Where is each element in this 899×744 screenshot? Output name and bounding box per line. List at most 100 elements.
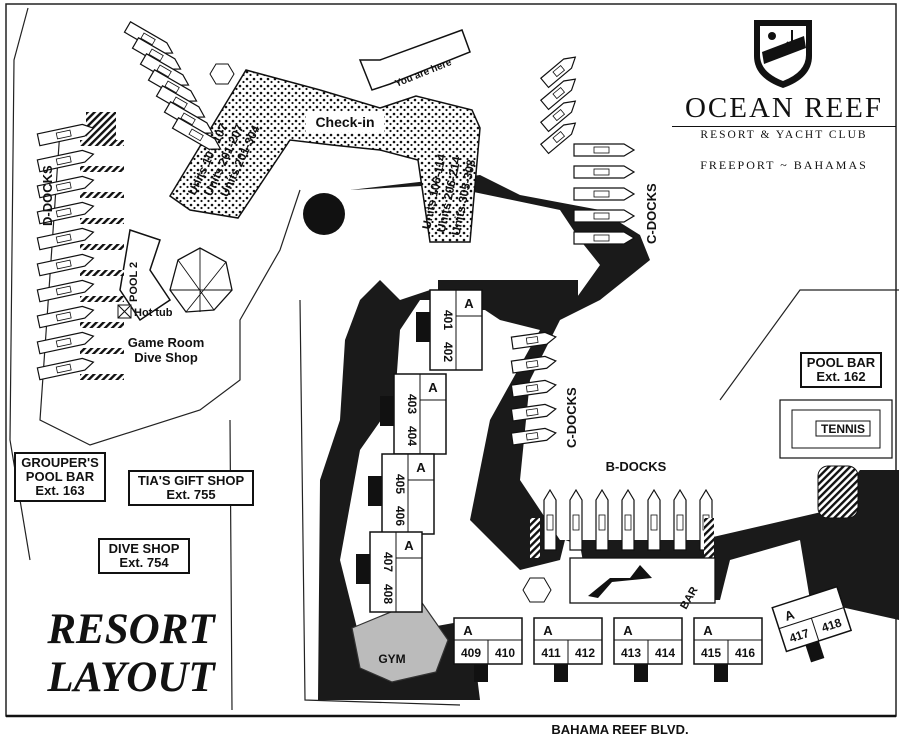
- building-letter: A: [463, 623, 473, 638]
- boat-icon: [539, 78, 577, 111]
- boat-icon: [36, 175, 95, 199]
- pier: [80, 218, 124, 224]
- building-letter: A: [464, 296, 474, 311]
- boat-icon: [36, 123, 95, 147]
- c-dock-boats: [510, 56, 636, 446]
- unit-number: 411: [541, 646, 561, 660]
- boat-icon: [573, 231, 636, 245]
- boat-icon: [673, 488, 687, 551]
- crest-icon: [754, 20, 812, 88]
- boat-icon: [539, 56, 577, 89]
- d-dock-hatch: [86, 112, 116, 140]
- building-409-410[interactable]: A 409 410: [453, 617, 523, 682]
- walkway-outline: [39, 129, 301, 446]
- building-405-406[interactable]: A 405 406: [368, 453, 435, 535]
- brand-subtitle: RESORT & YACHT CLUB: [672, 126, 896, 141]
- boat-icon: [171, 116, 222, 150]
- map-title-line-2: LAYOUT: [47, 654, 215, 701]
- groupers-pool-bar-box[interactable]: GROUPER'S POOL BAR Ext. 163: [14, 452, 106, 502]
- pool-2-label: POOL 2: [128, 262, 140, 302]
- boat-icon: [573, 187, 636, 201]
- check-in-bg: [306, 112, 384, 132]
- pier: [80, 374, 124, 380]
- pier: [80, 192, 124, 198]
- tias-line-1: TIA'S GIFT SHOP: [137, 473, 245, 488]
- unit-number: 402: [441, 342, 455, 362]
- tennis-label: TENNIS: [821, 422, 865, 436]
- pool-bar-box[interactable]: POOL BAR Ext. 162: [800, 352, 882, 388]
- map-title-line-1: RESORT: [47, 606, 215, 653]
- map-title: RESORT LAYOUT: [26, 606, 236, 702]
- tias-line-2: Ext. 755: [166, 487, 216, 502]
- pier: [704, 518, 714, 558]
- brand-location: FREEPORT ~ BAHAMAS: [700, 158, 868, 172]
- pier: [80, 296, 124, 302]
- boat-icon: [510, 403, 557, 422]
- tias-gift-shop-box[interactable]: TIA'S GIFT SHOP Ext. 755: [128, 470, 254, 506]
- boat-icon: [573, 143, 636, 157]
- east-pool: [817, 465, 859, 519]
- unit-number: 415: [701, 646, 721, 660]
- pier: [530, 518, 540, 558]
- b-docks-label: B-DOCKS: [606, 459, 667, 474]
- boat-icon: [36, 253, 95, 277]
- groupers-line-1: GROUPER'S: [21, 455, 99, 470]
- unit-number: 413: [621, 646, 641, 660]
- c-docks-lower-label: C-DOCKS: [564, 387, 579, 448]
- dive-line-1: DIVE SHOP: [108, 541, 180, 556]
- boat-icon: [510, 355, 557, 374]
- building-415-416[interactable]: A 415 416: [693, 617, 763, 682]
- gazebo: [169, 247, 233, 313]
- hex-marker-1: [522, 577, 552, 603]
- building-letter: A: [623, 623, 633, 638]
- building-411-412[interactable]: A 411 412: [533, 617, 603, 682]
- pier: [80, 244, 124, 250]
- boat-icon: [139, 52, 190, 86]
- pier: [80, 322, 124, 328]
- road-outline: [229, 299, 461, 711]
- c-docks-upper-label: C-DOCKS: [644, 183, 659, 244]
- building-letter: A: [543, 623, 553, 638]
- unit-number: 408: [381, 584, 395, 604]
- boat-icon: [36, 357, 95, 381]
- street-label: BAHAMA REEF BLVD.: [551, 722, 689, 737]
- unit-number: 406: [393, 506, 407, 526]
- boat-icon: [36, 201, 95, 225]
- main-building: [168, 69, 481, 243]
- boat-icon: [147, 68, 198, 102]
- poolbar-line-2: Ext. 162: [816, 369, 866, 384]
- property-line-east: [719, 289, 899, 401]
- unit-number: 412: [575, 646, 595, 660]
- building-letter: A: [416, 460, 426, 475]
- boat-icon: [569, 488, 583, 551]
- hot-tub-mark: [117, 304, 132, 319]
- boat-icon: [155, 84, 206, 118]
- fountain: [303, 193, 345, 235]
- boat-icon: [573, 209, 636, 223]
- building-letter: A: [703, 623, 713, 638]
- unit-number: 416: [735, 646, 755, 660]
- boat-icon: [573, 165, 636, 179]
- unit-number: 417: [788, 626, 812, 646]
- boat-icon: [595, 488, 609, 551]
- d-docks-label: D-DOCKS: [40, 165, 55, 226]
- dive-line-2: Ext. 754: [119, 555, 169, 570]
- hot-tub-label: Hot tub: [134, 307, 173, 319]
- poolbar-line-1: POOL BAR: [806, 355, 876, 370]
- unit-number: 409: [461, 646, 481, 660]
- building-letter: A: [428, 380, 438, 395]
- unit-number: 410: [495, 646, 515, 660]
- pier: [80, 140, 124, 146]
- boat-icon: [36, 305, 95, 329]
- you-are-here-arrow: [358, 29, 471, 91]
- dive-shop-box[interactable]: DIVE SHOP Ext. 754: [98, 538, 190, 574]
- unit-number: 405: [393, 474, 407, 494]
- dive-shop-area-label: Dive Shop: [134, 350, 198, 365]
- boat-icon: [163, 100, 214, 134]
